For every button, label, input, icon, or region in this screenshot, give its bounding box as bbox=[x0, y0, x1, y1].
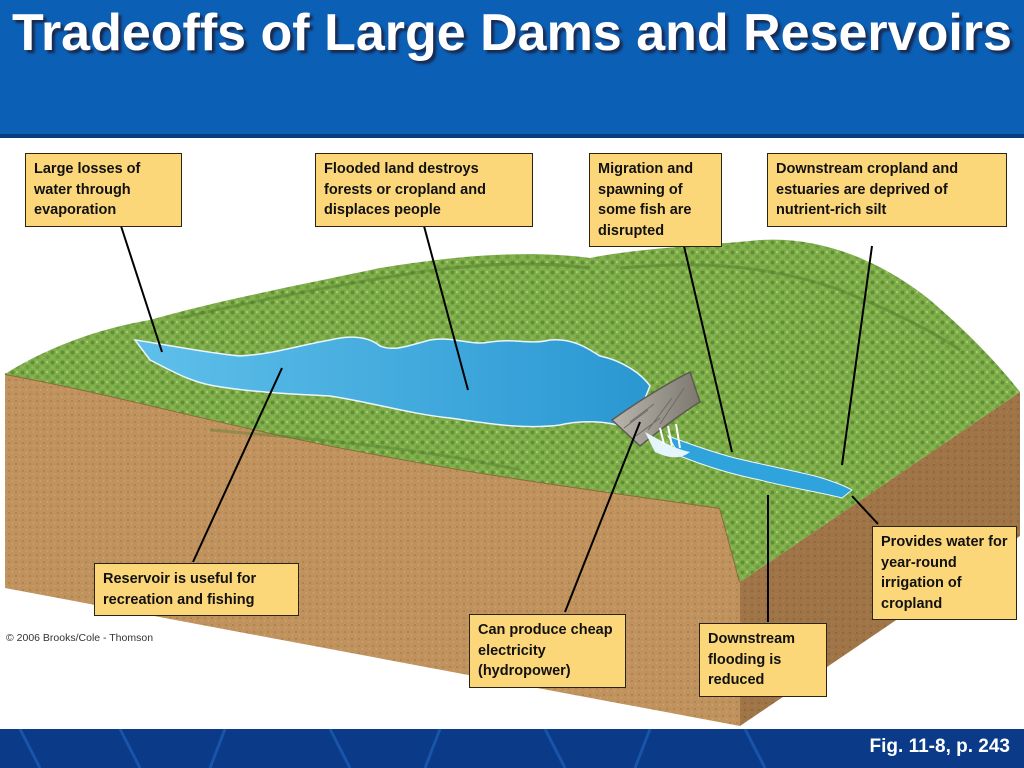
callout-fish-migration: Migration and spawning of some fish are … bbox=[589, 153, 722, 247]
reservoir bbox=[133, 336, 651, 432]
spillway-water bbox=[645, 432, 690, 458]
slide-title: Tradeoffs of Large Dams and Reservoirs bbox=[12, 4, 1012, 62]
footer-stripes bbox=[18, 729, 767, 768]
callout-flooded-land: Flooded land destroys forests or croplan… bbox=[315, 153, 533, 227]
callout-flooding-reduced: Downstream flooding is reduced bbox=[699, 623, 827, 697]
dam bbox=[610, 370, 701, 447]
downstream-river bbox=[666, 435, 853, 499]
callout-evaporation: Large losses of water through evaporatio… bbox=[25, 153, 182, 227]
title-bar bbox=[0, 0, 1024, 134]
callout-leader-lines bbox=[120, 225, 879, 622]
footer-bar: Fig. 11-8, p. 243 bbox=[0, 729, 1024, 768]
copyright-notice: © 2006 Brooks/Cole - Thomson bbox=[6, 632, 154, 644]
figure-reference: Fig. 11-8, p. 243 bbox=[869, 736, 1010, 757]
callout-irrigation: Provides water for year-round irrigation… bbox=[872, 526, 1017, 620]
callout-silt: Downstream cropland and estuaries are de… bbox=[767, 153, 1007, 227]
title-bar-divider bbox=[0, 134, 1024, 138]
callout-recreation: Reservoir is useful for recreation and f… bbox=[94, 563, 299, 616]
callout-hydropower: Can produce cheap electricity (hydropowe… bbox=[469, 614, 626, 688]
